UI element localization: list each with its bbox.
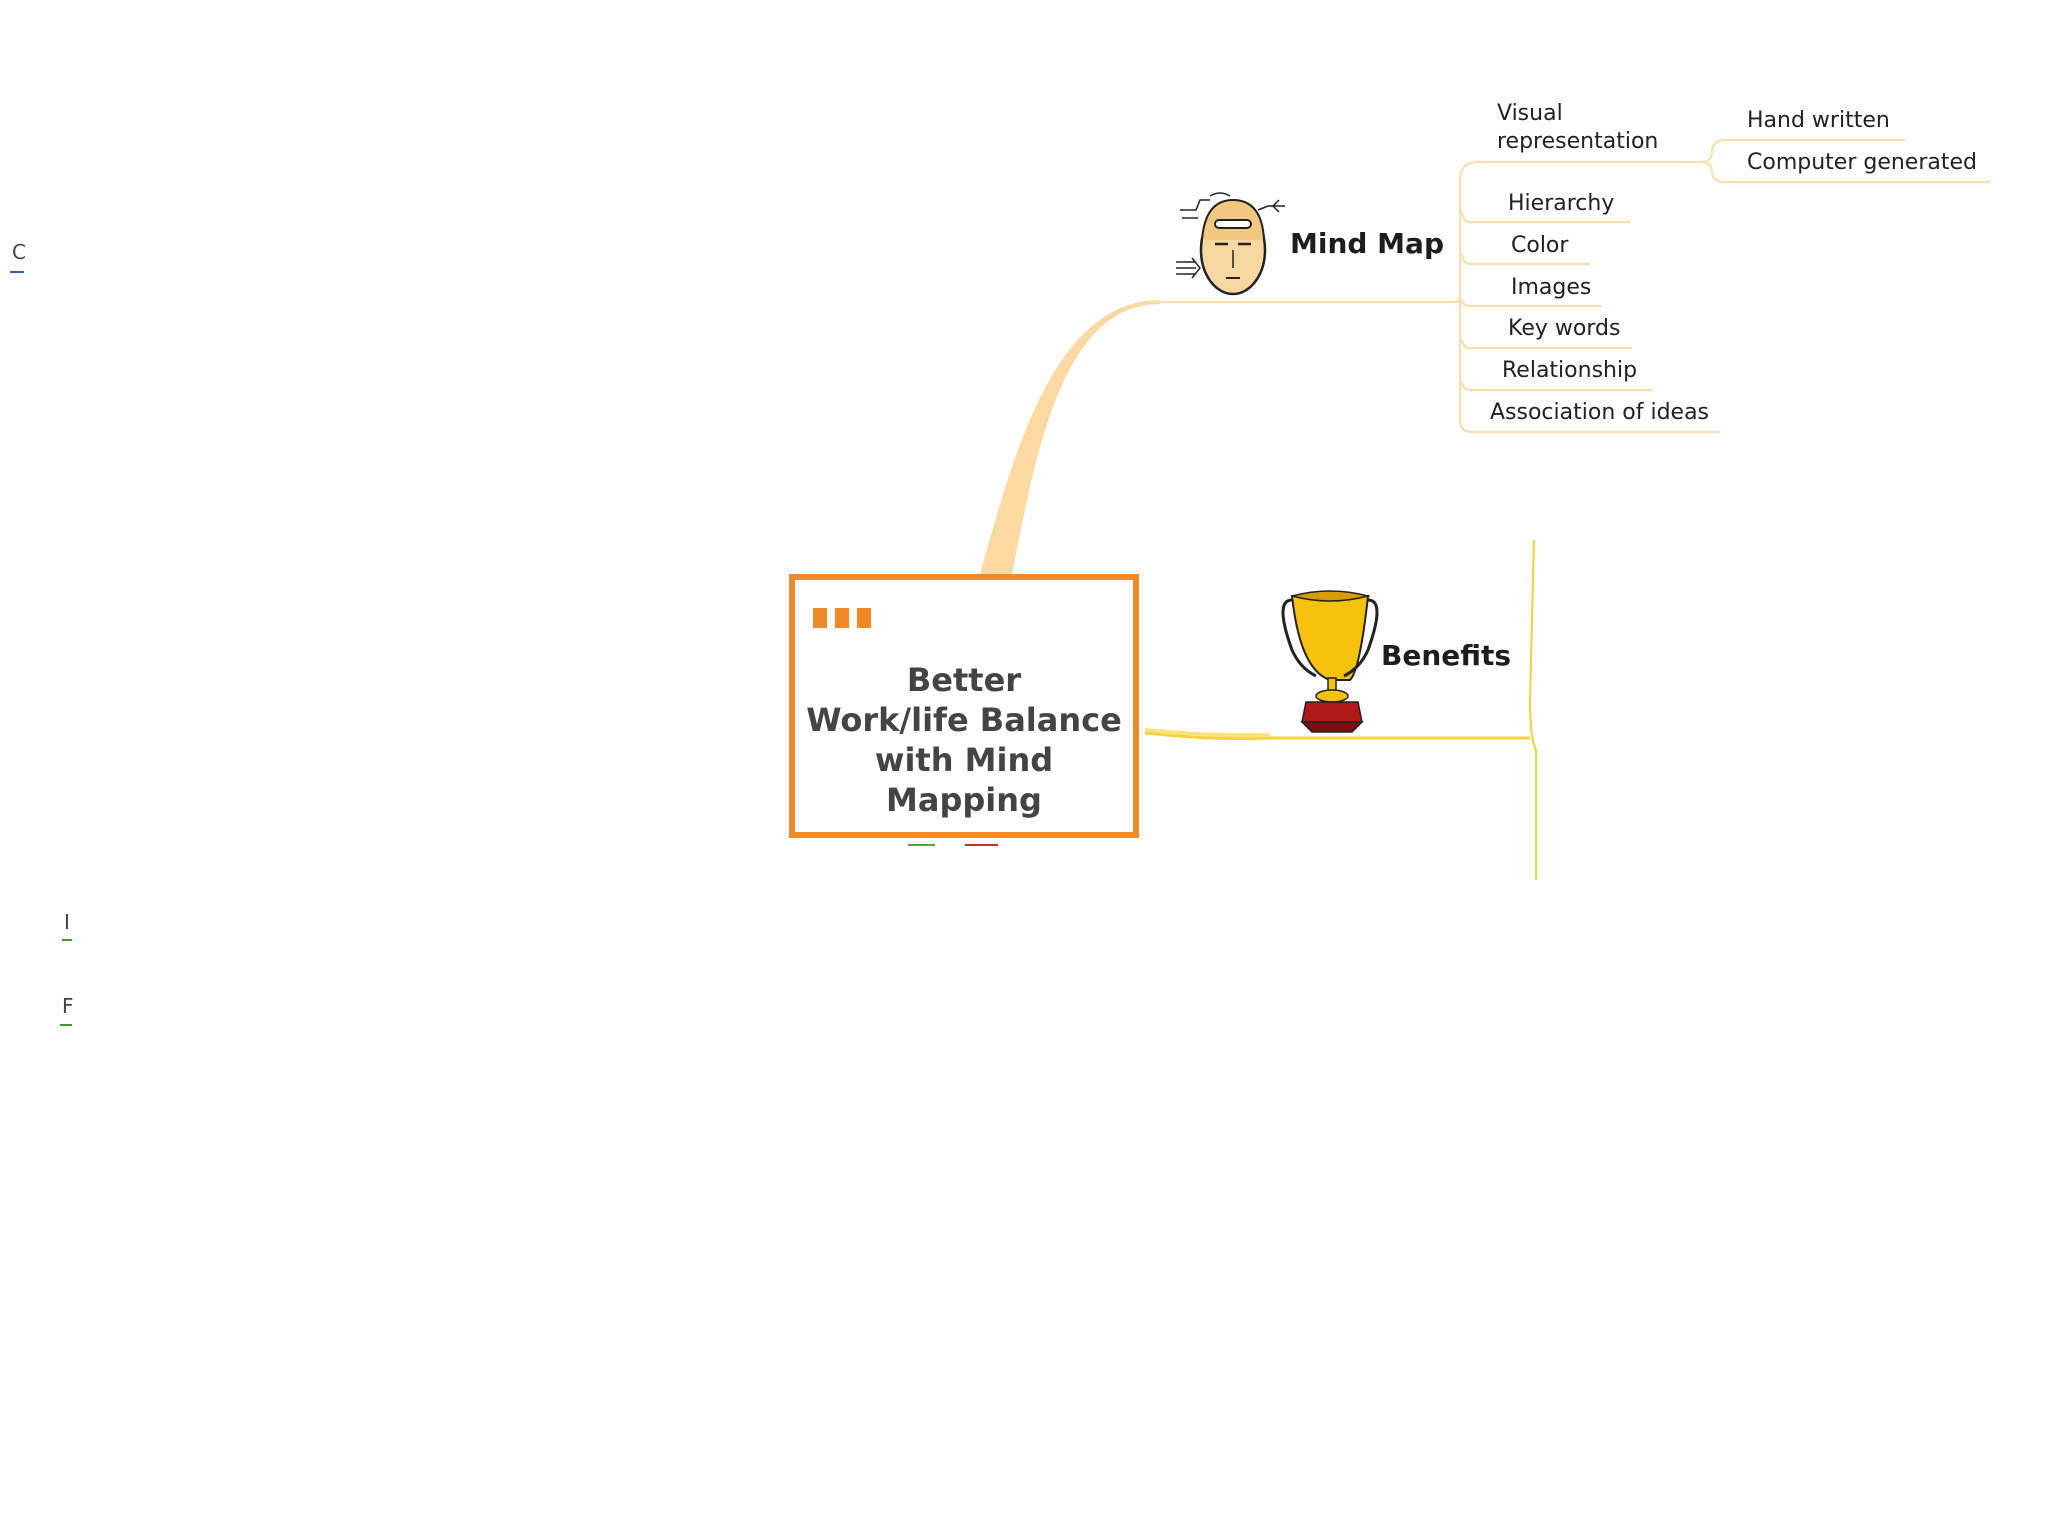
topic-visual-representation[interactable]: Visual representation [1497, 101, 1659, 154]
topic-key-words[interactable]: Key words [1508, 316, 1621, 341]
topic-mind-map[interactable]: Mind Map [1290, 227, 1444, 260]
clipped-topic-fragment[interactable]: F [62, 994, 74, 1018]
brain-head-icon [1176, 192, 1285, 296]
central-topic-text: Better Work/life Balance with Mind Mappi… [806, 661, 1122, 819]
topic-benefits[interactable]: Benefits [1381, 639, 1512, 672]
priority-bar [813, 608, 827, 628]
topic-hand-written[interactable]: Hand written [1747, 108, 1890, 133]
clipped-topic-fragment[interactable]: I [64, 910, 70, 934]
topic-hierarchy[interactable]: Hierarchy [1508, 191, 1615, 216]
topic-relationship[interactable]: Relationship [1502, 358, 1638, 383]
topic-association-of-ideas[interactable]: Association of ideas [1490, 400, 1710, 425]
priority-bar [835, 608, 849, 628]
topic-color[interactable]: Color [1511, 233, 1569, 258]
central-topic[interactable]: Better Work/life Balance with Mind Mappi… [789, 574, 1139, 838]
branch-mind-map [980, 300, 1160, 574]
clipped-topic-fragment[interactable]: C [12, 240, 26, 264]
benefits-children-bracket [1528, 539, 1537, 880]
topic-images[interactable]: Images [1511, 275, 1592, 300]
branch-benefits [1144, 731, 1530, 741]
mind-map-children-bracket [1459, 161, 1479, 433]
trophy-icon [1281, 590, 1379, 733]
topic-computer-generated[interactable]: Computer generated [1747, 150, 1977, 175]
priority-bar [857, 608, 871, 628]
